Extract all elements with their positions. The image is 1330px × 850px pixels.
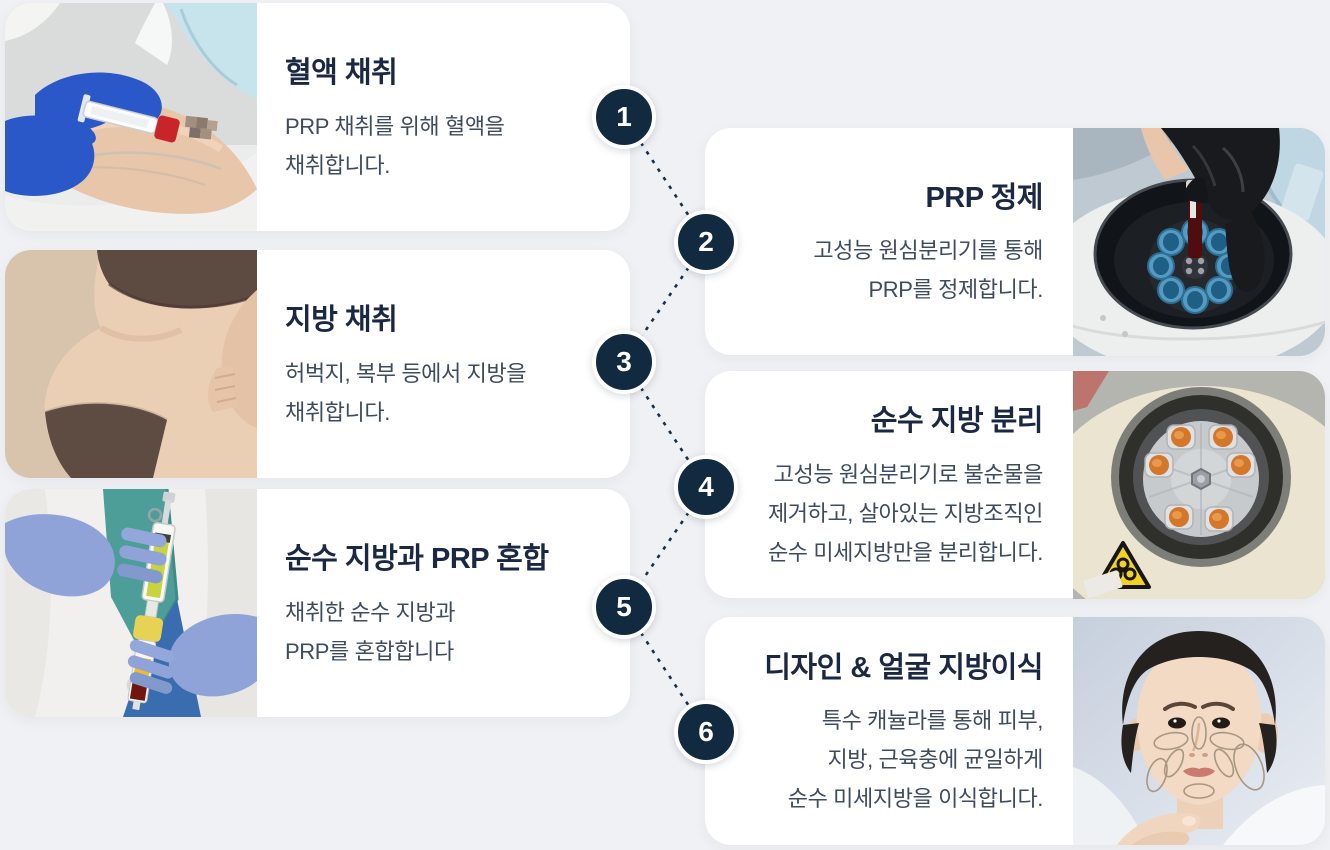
centrifuge-illustration [1073, 128, 1325, 356]
mixing-syringes-illustration [5, 489, 257, 717]
black-glove [1161, 128, 1280, 292]
step-title: 순수 지방 분리 [870, 405, 1044, 438]
step-description: 허벅지, 복부 등에서 지방을 채취합니다. [285, 360, 527, 425]
step-title: 지방 채취 [285, 304, 398, 337]
step-title: 순수 지방과 PRP 혼합 [285, 543, 549, 576]
syringe [77, 94, 180, 143]
rotor-illustration [1073, 371, 1325, 599]
blur-patch [184, 115, 218, 140]
step-title: PRP 정제 [925, 181, 1043, 214]
face-illustration [1073, 617, 1325, 845]
body-illustration [5, 250, 257, 478]
step-description: 고성능 원심분리기로 불순물을 제거하고, 살아있는 지방조직인 순수 미세지방… [767, 461, 1043, 565]
step-number-badge-4: 4 [674, 455, 738, 519]
step-card-2: PRP 정제 고성능 원심분리기를 통해 PRP를 정제합니다. [705, 128, 1325, 356]
step-description: PRP 채취를 위해 혈액을 채취합니다. [285, 113, 505, 178]
design-markings [1146, 716, 1265, 799]
step-number-badge-2: 2 [674, 210, 738, 274]
step-card-4: 순수 지방 분리 고성능 원심분리기로 불순물을 제거하고, 살아있는 지방조직… [705, 371, 1325, 599]
step-number-badge-1: 1 [592, 85, 656, 149]
fat-prp-mixing-photo [5, 489, 257, 717]
step-title: 디자인 & 얼굴 지방이식 [764, 651, 1043, 684]
step-1-text: 혈액 채취 PRP 채취를 위해 혈액을 채취합니다. [257, 3, 630, 231]
fat-harvest-body-photo [5, 250, 257, 478]
step-number-badge-5: 5 [592, 575, 656, 639]
step-card-6: 디자인 & 얼굴 지방이식 특수 캐뉼라를 통해 피부, 지방, 근육충에 균일… [705, 617, 1325, 845]
hair [1121, 631, 1277, 773]
fat-separation-centrifuge-photo [1073, 371, 1325, 599]
step-5-text: 순수 지방과 PRP 혼합 채취한 순수 지방과 PRP를 혼합합니다 [257, 489, 630, 717]
blood-collection-illustration [5, 3, 257, 231]
step-card-1: 혈액 채취 PRP 채취를 위해 혈액을 채취합니다. [5, 3, 630, 231]
step-description: 채취한 순수 지방과 PRP를 혼합합니다 [285, 599, 456, 664]
sample-tubes [1144, 424, 1256, 532]
blood-collection-photo [5, 3, 257, 231]
prp-centrifuge-photo [1073, 128, 1325, 356]
step-3-text: 지방 채취 허벅지, 복부 등에서 지방을 채취합니다. [257, 250, 630, 478]
step-2-text: PRP 정제 고성능 원심분리기를 통해 PRP를 정제합니다. [705, 128, 1073, 355]
step-description: 고성능 원심분리기를 통해 PRP를 정제합니다. [813, 238, 1043, 303]
step-title: 혈액 채취 [285, 57, 398, 90]
face-design-photo [1073, 617, 1325, 845]
step-card-3: 지방 채취 허벅지, 복부 등에서 지방을 채취합니다. [5, 250, 630, 478]
step-card-5: 순수 지방과 PRP 혼합 채취한 순수 지방과 PRP를 혼합합니다 [5, 489, 630, 717]
step-number-badge-3: 3 [592, 330, 656, 394]
step-4-text: 순수 지방 분리 고성능 원심분리기로 불순물을 제거하고, 살아있는 지방조직… [705, 371, 1073, 598]
step-6-text: 디자인 & 얼굴 지방이식 특수 캐뉼라를 통해 피부, 지방, 근육충에 균일… [705, 617, 1073, 845]
step-description: 특수 캐뉼라를 통해 피부, 지방, 근육충에 균일하게 순수 미세지방을 이식… [787, 708, 1044, 812]
step-number-badge-6: 6 [674, 700, 738, 764]
